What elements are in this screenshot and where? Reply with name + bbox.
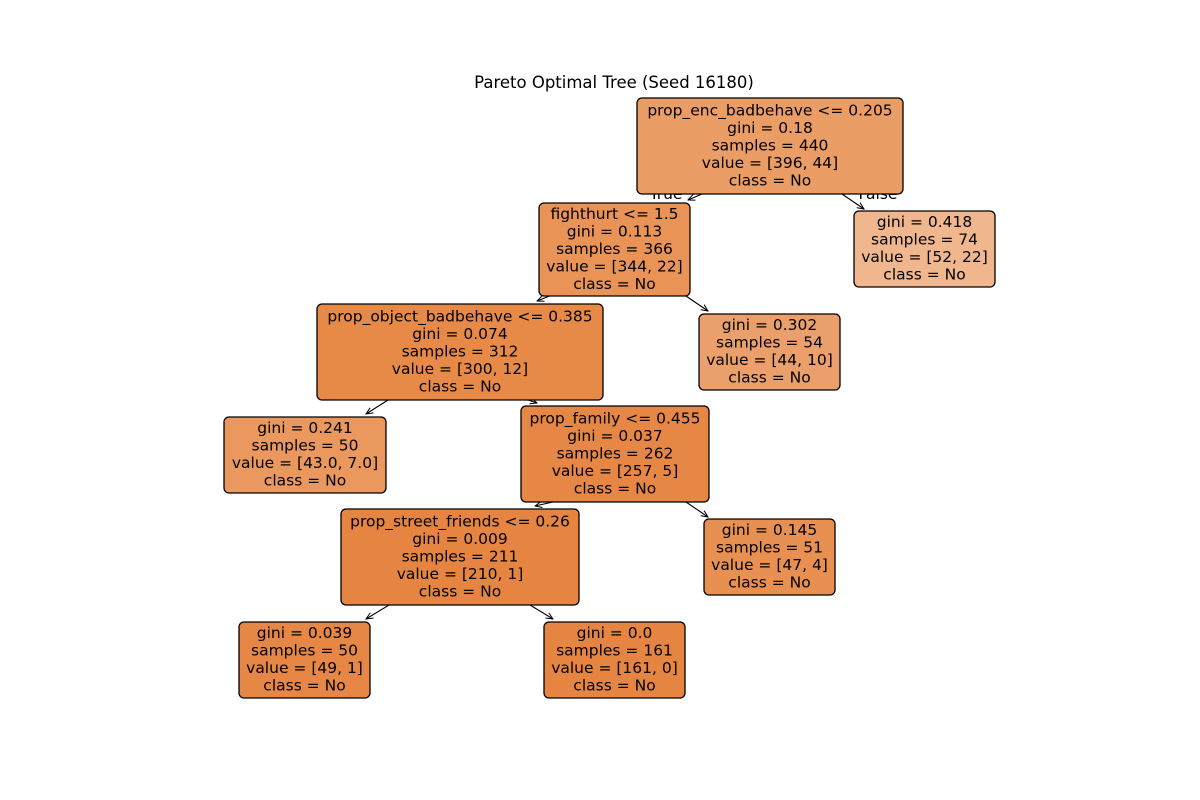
node-class-text: class = No — [728, 574, 810, 592]
node-class-text: class = No — [573, 275, 655, 293]
edge-n4-n8 — [685, 501, 708, 517]
node-samples-text: samples = 211 — [402, 547, 519, 565]
node-gini-text: gini = 0.037 — [567, 427, 663, 445]
node-box — [316, 303, 604, 401]
node-split-text: prop_object_badbehave <= 0.385 — [327, 307, 592, 326]
node-samples-text: samples = 74 — [871, 231, 978, 249]
node-class-text: class = No — [574, 479, 656, 497]
node-samples-text: samples = 51 — [716, 539, 823, 557]
node-split-text: prop_enc_badbehave <= 0.205 — [647, 101, 892, 120]
node-value-text: value = [396, 44] — [702, 154, 838, 172]
edge-n4-n5 — [535, 502, 554, 506]
node-gini-text: gini = 0.009 — [412, 530, 508, 548]
node-samples-text: samples = 54 — [716, 334, 823, 352]
node-gini-text: gini = 0.113 — [567, 222, 663, 240]
node-samples-text: samples = 366 — [556, 240, 673, 258]
node-samples-text: samples = 50 — [252, 437, 359, 455]
node-samples-text: samples = 161 — [556, 642, 673, 660]
node-samples-text: samples = 50 — [251, 642, 358, 660]
node-samples-text: samples = 262 — [557, 444, 674, 462]
node-gini-text: gini = 0.302 — [722, 316, 818, 334]
edge-n0-n1 — [688, 193, 703, 200]
node-gini-text: gini = 0.0 — [577, 624, 653, 642]
node-gini-text: gini = 0.039 — [257, 624, 353, 642]
edge-n1-n9 — [685, 295, 708, 311]
node-box — [703, 518, 836, 596]
node-class-text: class = No — [263, 677, 345, 695]
node-split-text: fighthurt <= 1.5 — [550, 205, 678, 223]
node-box — [543, 621, 686, 699]
edge-n2-n3 — [366, 399, 389, 414]
edge-n5-n7 — [529, 604, 553, 619]
node-box — [340, 508, 580, 606]
node-class-text: class = No — [419, 377, 501, 395]
node-value-text: value = [257, 5] — [552, 462, 679, 480]
node-split-text: prop_family <= 0.455 — [530, 409, 701, 428]
node-value-text: value = [161, 0] — [551, 659, 678, 677]
node-gini-text: gini = 0.145 — [722, 521, 818, 539]
node-class-text: class = No — [728, 369, 810, 387]
node-box — [538, 202, 691, 297]
node-split-text: prop_street_friends <= 0.26 — [350, 512, 570, 531]
node-value-text: value = [300, 12] — [392, 360, 528, 378]
node-gini-text: gini = 0.418 — [877, 213, 973, 231]
node-samples-text: samples = 312 — [402, 342, 519, 360]
node-value-text: value = [49, 1] — [246, 659, 363, 677]
node-class-text: class = No — [883, 266, 965, 284]
node-gini-text: gini = 0.18 — [727, 119, 813, 137]
node-class-text: class = No — [573, 677, 655, 695]
node-box — [223, 416, 387, 494]
node-box — [853, 210, 996, 288]
edge-n0-n10 — [841, 193, 864, 209]
node-gini-text: gini = 0.241 — [257, 419, 353, 437]
node-value-text: value = [344, 22] — [546, 257, 682, 275]
node-class-text: class = No — [419, 582, 501, 600]
node-class-text: class = No — [729, 171, 811, 189]
node-value-text: value = [44, 10] — [706, 351, 833, 369]
node-value-text: value = [47, 4] — [711, 556, 828, 574]
node-class-text: class = No — [264, 472, 346, 490]
node-value-text: value = [52, 22] — [861, 248, 988, 266]
node-box — [238, 621, 371, 699]
edge-n5-n6 — [366, 604, 390, 619]
node-gini-text: gini = 0.074 — [412, 325, 508, 343]
chart-title: Pareto Optimal Tree (Seed 16180) — [474, 73, 754, 92]
node-box — [636, 97, 904, 195]
node-box — [520, 405, 710, 503]
node-value-text: value = [43.0, 7.0] — [232, 454, 378, 472]
node-value-text: value = [210, 1] — [397, 565, 524, 583]
node-samples-text: samples = 440 — [712, 136, 829, 154]
node-box — [698, 313, 841, 391]
